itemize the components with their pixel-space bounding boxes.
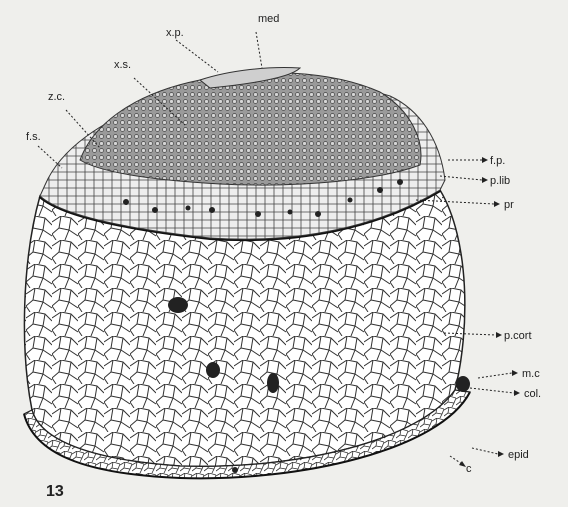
- label-mc: m.c: [522, 368, 540, 380]
- label-plib: p.lib: [490, 175, 510, 187]
- label-fp: f.p.: [490, 155, 505, 167]
- label-col: col.: [524, 388, 541, 400]
- label-epid: epid: [508, 449, 529, 461]
- label-zc: z.c.: [48, 91, 65, 103]
- xylem-core: [80, 73, 421, 185]
- label-fs: f.s.: [26, 131, 41, 143]
- label-c: c: [466, 463, 472, 475]
- figure-number: 13: [46, 483, 64, 500]
- label-pr: pr: [504, 199, 514, 211]
- label-med: med: [258, 13, 279, 25]
- label-xs: x.s.: [114, 59, 131, 71]
- label-xp: x.p.: [166, 27, 184, 39]
- label-pcort: p.cort: [504, 330, 532, 342]
